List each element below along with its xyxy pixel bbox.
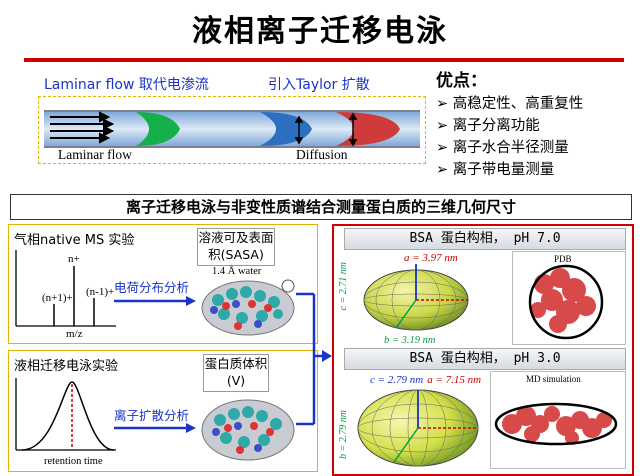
ms-panel-title: 气相native MS 实验 bbox=[14, 233, 135, 248]
bsa-ph3-title: BSA 蛋白构相， pH 3.0 bbox=[344, 348, 626, 370]
section-title: 离子迁移电泳与非变性质谱结合测量蛋白质的三维几何尺寸 bbox=[10, 194, 632, 220]
laminar-flow-label: Laminar flow bbox=[58, 147, 132, 162]
diffusion-analysis-label: 离子扩散分析 bbox=[114, 408, 190, 423]
protein-sasa-model bbox=[201, 279, 295, 336]
ph7-c-label: c = 2.71 nm bbox=[338, 262, 349, 311]
md-label: MD simulation bbox=[526, 374, 581, 384]
lc-panel-title: 液相迁移电泳实验 bbox=[14, 359, 119, 374]
mass-spectrum bbox=[15, 250, 116, 327]
bsa-ph7-title: BSA 蛋白构相， pH 7.0 bbox=[344, 228, 626, 250]
taylor-caption: 引入Taylor 扩散 bbox=[268, 77, 370, 93]
ph3-a-label: a = 7.15 nm bbox=[427, 374, 482, 386]
ph7-a-label: a = 3.97 nm bbox=[404, 252, 458, 264]
flow-channel-diagram bbox=[44, 110, 420, 148]
diffusion-arrows bbox=[294, 112, 358, 147]
lc-xaxis-label: retention time bbox=[44, 456, 103, 467]
volume-title-box: 蛋白质体积 (V) bbox=[203, 354, 269, 392]
charge-analysis-label: 电荷分布分析 bbox=[114, 280, 190, 295]
elution-peak bbox=[15, 378, 116, 451]
combine-arrow bbox=[296, 292, 332, 426]
pdb-label: PDB bbox=[554, 254, 572, 264]
md-structure bbox=[494, 402, 618, 446]
ms-xaxis-label: m/z bbox=[66, 328, 83, 340]
ph7-b-label: b = 3.19 nm bbox=[384, 335, 436, 346]
protein-volume-model bbox=[201, 399, 295, 461]
volume-title: 蛋白质体积 bbox=[204, 356, 268, 371]
advantages-heading: 优点： bbox=[436, 71, 487, 91]
diffusion-label: Diffusion bbox=[296, 147, 348, 162]
laminar-caption: Laminar flow 取代电渗流 bbox=[44, 77, 209, 93]
sasa-title-box: 溶液可及表面积(SASA) bbox=[197, 228, 275, 266]
diffusion-plug bbox=[336, 112, 400, 146]
advantage-item: ➢ 离子水合半径测量 bbox=[436, 140, 569, 156]
advantage-item: ➢ 离子带电量测量 bbox=[436, 162, 555, 178]
laminar-plug bbox=[136, 112, 180, 146]
pdb-structure bbox=[528, 264, 604, 340]
bsa-results-box bbox=[332, 224, 634, 476]
peak-n-plus-1: (n+1)+ bbox=[42, 292, 73, 304]
ms-arrow bbox=[114, 296, 196, 306]
ph3-b-label: b = 2.79 nm bbox=[338, 410, 349, 459]
lc-arrow bbox=[114, 423, 196, 433]
page-title: 液相离子迁移电泳 bbox=[192, 14, 448, 49]
ph3-c-label: c = 2.79 nm bbox=[370, 374, 424, 386]
advantage-item: ➢ 离子分离功能 bbox=[436, 118, 540, 134]
advantage-item: ➢ 高稳定性、高重复性 bbox=[436, 96, 584, 112]
volume-symbol: (V) bbox=[226, 373, 246, 388]
flow-diagram-box bbox=[38, 96, 426, 164]
probe-label: 1.4 Å water bbox=[212, 266, 262, 277]
peak-n: n+ bbox=[68, 253, 80, 265]
laminar-arrows bbox=[50, 111, 115, 144]
ph3-ellipsoid bbox=[357, 389, 479, 467]
ph7-ellipsoid bbox=[363, 264, 469, 331]
sasa-title: 溶液可及表面积(SASA) bbox=[198, 230, 274, 262]
peak-n-minus-1: (n-1)+ bbox=[86, 286, 115, 298]
title-underline bbox=[24, 58, 624, 62]
